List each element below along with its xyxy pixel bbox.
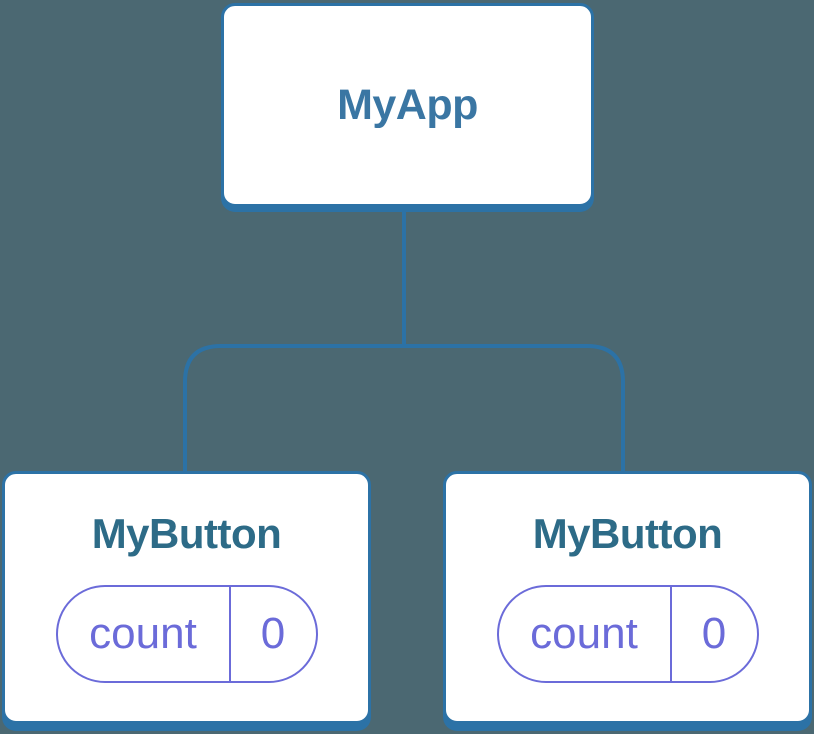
state-key-cell: count bbox=[499, 587, 672, 681]
child-component-label: MyButton bbox=[532, 510, 723, 557]
child-component-node-1: MyButton count 0 bbox=[2, 471, 371, 724]
state-value-cell: 0 bbox=[231, 587, 316, 681]
child-component-label: MyButton bbox=[91, 510, 282, 557]
children-bracket-line bbox=[183, 344, 625, 480]
state-key-label: count bbox=[89, 609, 197, 658]
root-component-node: MyApp bbox=[221, 3, 594, 207]
state-value-cell: 0 bbox=[672, 587, 757, 681]
state-key-cell: count bbox=[58, 587, 231, 681]
child-component-node-2: MyButton count 0 bbox=[443, 471, 812, 724]
root-component-label: MyApp bbox=[337, 80, 478, 129]
state-value-label: 0 bbox=[701, 609, 727, 658]
state-pill: count 0 bbox=[55, 585, 318, 683]
state-pill: count 0 bbox=[496, 585, 759, 683]
state-value-label: 0 bbox=[260, 609, 286, 658]
state-key-label: count bbox=[530, 609, 638, 658]
